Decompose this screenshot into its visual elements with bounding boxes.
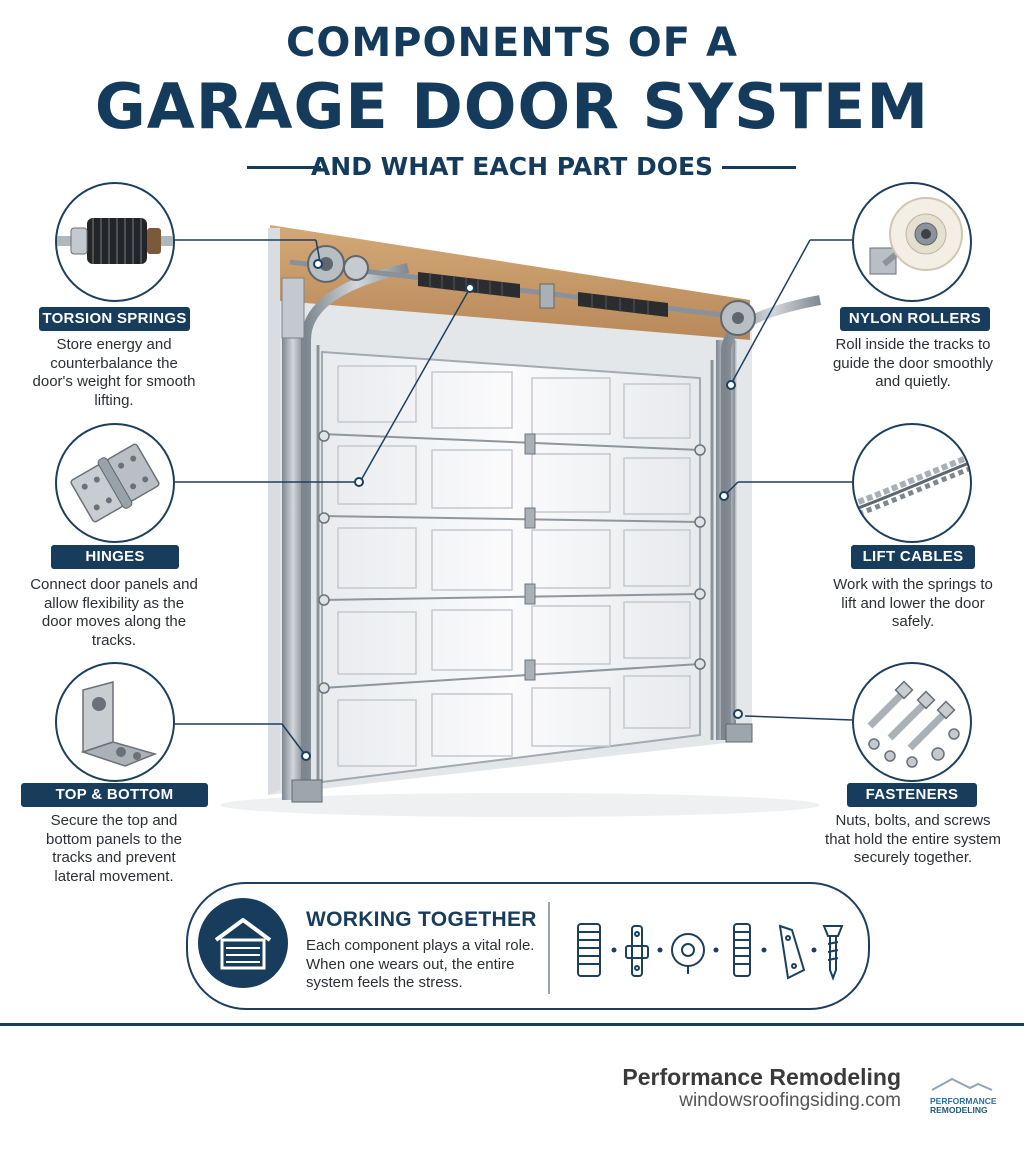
- title-line-2: GARAGE DOOR SYSTEM: [94, 70, 930, 143]
- website-link[interactable]: windowsroofingsiding.com: [679, 1090, 901, 1111]
- nylon-rollers-description: Roll inside the tracks to guide the door…: [832, 336, 994, 390]
- brackets-label: TOP & BOTTOM BRACKETS: [21, 783, 208, 827]
- fasteners-description: Nuts, bolts, and screws that hold the en…: [825, 812, 1001, 866]
- brackets-description: Secure the top and bottom panels to the …: [46, 812, 182, 885]
- hinges-label: HINGES: [51, 545, 179, 569]
- panel-divider: [548, 902, 550, 994]
- subtitle-rule-right: [722, 166, 796, 169]
- logo-line-1: PERFORMANCE: [930, 1096, 997, 1106]
- fasteners-label: FASTENERS: [847, 783, 977, 807]
- roller-icon: [671, 933, 705, 974]
- torsion-springs-label: TORSION SPRINGS: [39, 307, 190, 331]
- screw-icon: [822, 925, 844, 981]
- footer-rule: [0, 1023, 1024, 1026]
- garage-icon: [214, 918, 272, 970]
- component-icons-row: [577, 923, 844, 981]
- fasteners-thumbnail: [852, 662, 972, 782]
- lift-cables-thumbnail: [852, 423, 972, 543]
- torsion-springs-description: Store energy and counterbalance the door…: [32, 336, 196, 409]
- roller-icon: [869, 197, 963, 275]
- hinge-icon: [625, 925, 649, 977]
- nylon-rollers-label: NYLON ROLLERS: [840, 307, 990, 331]
- garage-icon-badge: [198, 898, 288, 988]
- roof-logo-icon: [931, 1077, 993, 1091]
- working-together-title: WORKING TOGETHER: [306, 908, 537, 931]
- bracket-icon: [778, 924, 806, 980]
- bracket-icon: [80, 681, 158, 767]
- cable-icon: [854, 453, 970, 519]
- hinges-description: Connect door panels and allow flexibilit…: [30, 576, 198, 649]
- lift-cables-description: Work with the springs to lift and lower …: [833, 576, 993, 630]
- spring-icon: [577, 923, 601, 977]
- torsion-spring-icon: [57, 218, 173, 264]
- logo-line-2: REMODELING: [930, 1105, 988, 1115]
- brackets-thumbnail: [55, 662, 175, 782]
- lift-cables-label: LIFT CABLES: [851, 545, 975, 569]
- spring-icon: [733, 923, 751, 977]
- nylon-rollers-thumbnail: [852, 182, 972, 302]
- garage-door: [321, 350, 701, 784]
- hinge-icon: [70, 443, 160, 523]
- torsion-springs-thumbnail: [55, 182, 175, 302]
- company-logo: PERFORMANCE REMODELING: [926, 1076, 998, 1115]
- working-together-panel: [186, 882, 870, 1010]
- subtitle-rule-left: [247, 166, 321, 169]
- hinges-thumbnail: [55, 423, 175, 543]
- fasteners-icon: [867, 680, 960, 768]
- brand-name: Performance Remodeling: [622, 1064, 901, 1090]
- working-together-text: Each component plays a vital role. When …: [306, 937, 535, 991]
- connector-lines: [172, 239, 853, 757]
- subtitle: AND WHAT EACH PART DOES: [310, 152, 714, 181]
- title-line-1: COMPONENTS OF A: [286, 20, 738, 66]
